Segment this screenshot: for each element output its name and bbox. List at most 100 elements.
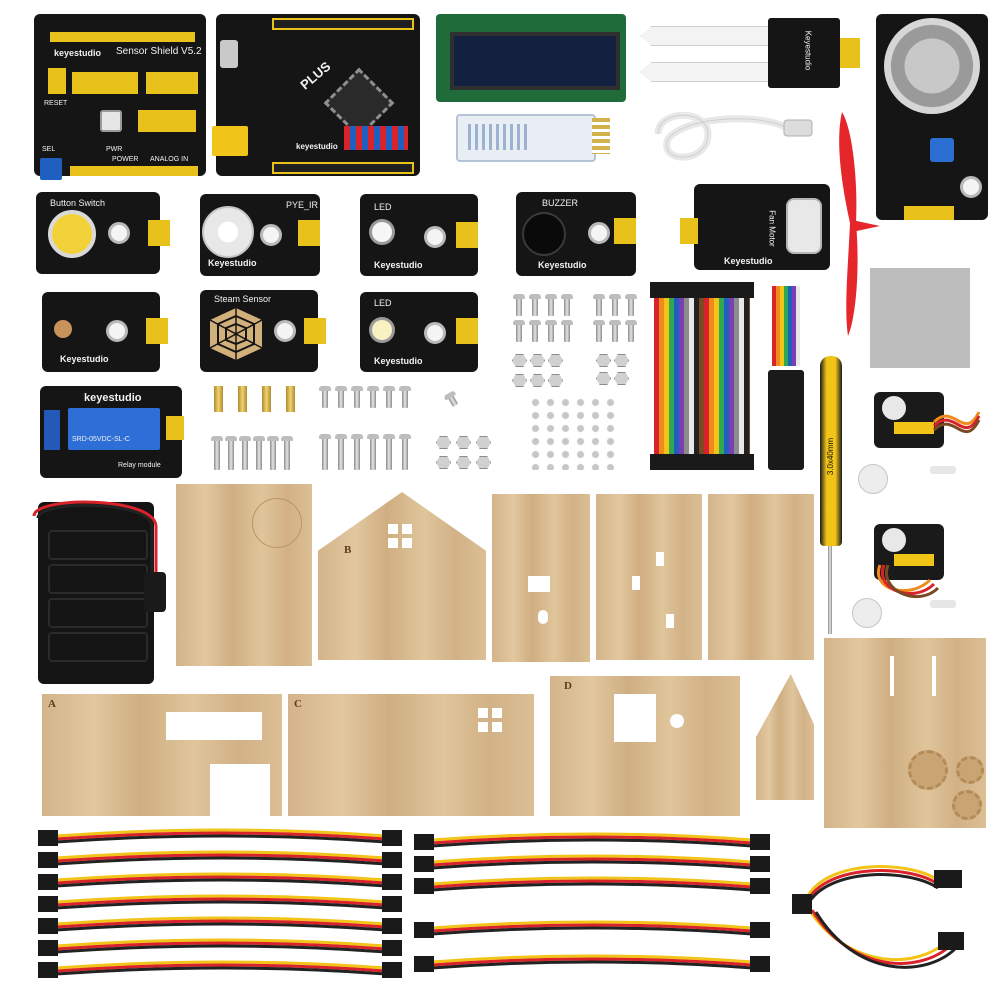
hex-nut [456, 456, 471, 469]
relay-terminal [44, 410, 60, 450]
screw [399, 386, 411, 408]
battery-slot [48, 598, 148, 628]
shield-sel-label: SEL [42, 146, 56, 153]
dupont-jumper-bundle [650, 282, 754, 470]
steam-sensor-module: Steam Sensor [200, 290, 326, 372]
wood-panel-door [176, 484, 312, 666]
screw [625, 294, 637, 316]
wood-panel-side-1 [492, 494, 590, 662]
jumper-wires [654, 298, 750, 454]
window-cutout [388, 524, 398, 534]
gas-potentiometer [930, 138, 954, 162]
screw [351, 386, 363, 408]
gas-sensor-head [884, 18, 980, 114]
hex-nut [548, 354, 563, 367]
fan-pins [680, 218, 698, 244]
photocell-mount-hole [106, 320, 128, 342]
yellow-led-title: LED [374, 298, 392, 308]
screw [593, 320, 605, 342]
screw [335, 386, 347, 408]
steam-grid [209, 308, 263, 360]
reset-button [100, 110, 122, 132]
wood-gear [956, 756, 984, 784]
soil-pins [840, 38, 860, 68]
fan-motor-title: Fan Motor [767, 210, 777, 247]
screwdriver-handle: 3.0x40mm [820, 356, 842, 546]
steam-pins [304, 318, 326, 344]
screw [529, 320, 541, 342]
screw [513, 320, 525, 342]
long-bolt [281, 436, 293, 470]
servo-horn [882, 396, 906, 420]
plus-controller-board: PLUS keyestudio [212, 14, 420, 176]
long-bolt [383, 434, 395, 470]
servo-wire-lower [876, 564, 940, 599]
bt-antenna [468, 124, 528, 150]
button-cap [48, 210, 96, 258]
soil-brand: Keyestudio [803, 30, 813, 71]
panel-d-mark: D [564, 680, 572, 692]
window-cutout [492, 708, 502, 718]
white-led-title: LED [374, 202, 392, 212]
lock-nut [596, 372, 611, 385]
lcd-screen [450, 32, 620, 90]
wood-roof-gable [756, 674, 814, 800]
small-nut-grid [528, 396, 620, 470]
photocell [54, 320, 72, 338]
pir-sensor-module: PYE_IR Keyestudio [200, 194, 320, 276]
gas-sensor-module [876, 14, 988, 220]
buzzer-module: BUZZER Keyestudio [516, 192, 636, 276]
wood-panel-house-front: B [318, 492, 486, 660]
buzzer-title: BUZZER [542, 198, 578, 208]
relay-part-text: SRD-05VDC-SL-C [72, 436, 130, 443]
wood-parts-sheet [824, 638, 986, 828]
long-bolt [225, 436, 237, 470]
button-switch-module: Button Switch [36, 192, 170, 274]
servo-horn-cross [930, 466, 956, 474]
window-cutout [402, 524, 412, 534]
window-cutout [478, 722, 488, 732]
pir-mount-hole [260, 224, 282, 246]
servo-motor-lower [874, 524, 944, 580]
soil-pcb: Keyestudio [768, 18, 840, 88]
shield-reset-label: RESET [44, 100, 68, 107]
battery-holder [38, 502, 154, 684]
white-led-brand: Keyestudio [374, 260, 423, 270]
four-pin-cable [792, 865, 964, 969]
pir-brand: Keyestudio [208, 258, 257, 268]
jumper-housings-top [650, 282, 754, 298]
yellow-led-mount-hole [424, 322, 446, 344]
panel-b-mark: B [344, 544, 352, 556]
long-bolt [335, 434, 347, 470]
screw [367, 386, 379, 408]
screw [319, 386, 331, 408]
yellow-led-bulb [372, 320, 392, 340]
three-pin-cables-right [414, 832, 770, 972]
shield-header-bottom [70, 166, 198, 176]
wood-panel-d: D [550, 676, 740, 816]
screwdriver: 3.0x40mm [818, 356, 844, 636]
shield-header-row2 [72, 72, 138, 94]
lock-nut [596, 354, 611, 367]
button-module-title: Button Switch [50, 198, 106, 208]
shield-pwr-label: PWR [106, 146, 123, 153]
hex-nut [436, 456, 451, 469]
long-bolt [351, 434, 363, 470]
screw [513, 294, 525, 316]
white-led-mount-hole [424, 226, 446, 248]
yellow-led-module: LED Keyestudio [360, 292, 478, 372]
propeller [839, 112, 880, 336]
buzzer-body [522, 212, 566, 256]
buzzer-pins [614, 218, 636, 244]
wood-panel-a: A [42, 694, 282, 816]
soil-moisture-sensor: Keyestudio [640, 18, 862, 88]
servo-horn-disc [852, 598, 882, 628]
button-pins [148, 220, 170, 246]
relay-label: Relay module [118, 462, 161, 469]
screwdriver-label: 3.0x40mm [826, 437, 836, 476]
screwdriver-shaft [828, 546, 832, 634]
servo-motor-upper [874, 392, 944, 448]
panel-slot [528, 576, 550, 592]
plus-header-bottom [272, 162, 414, 174]
white-led-bulb [372, 222, 392, 242]
